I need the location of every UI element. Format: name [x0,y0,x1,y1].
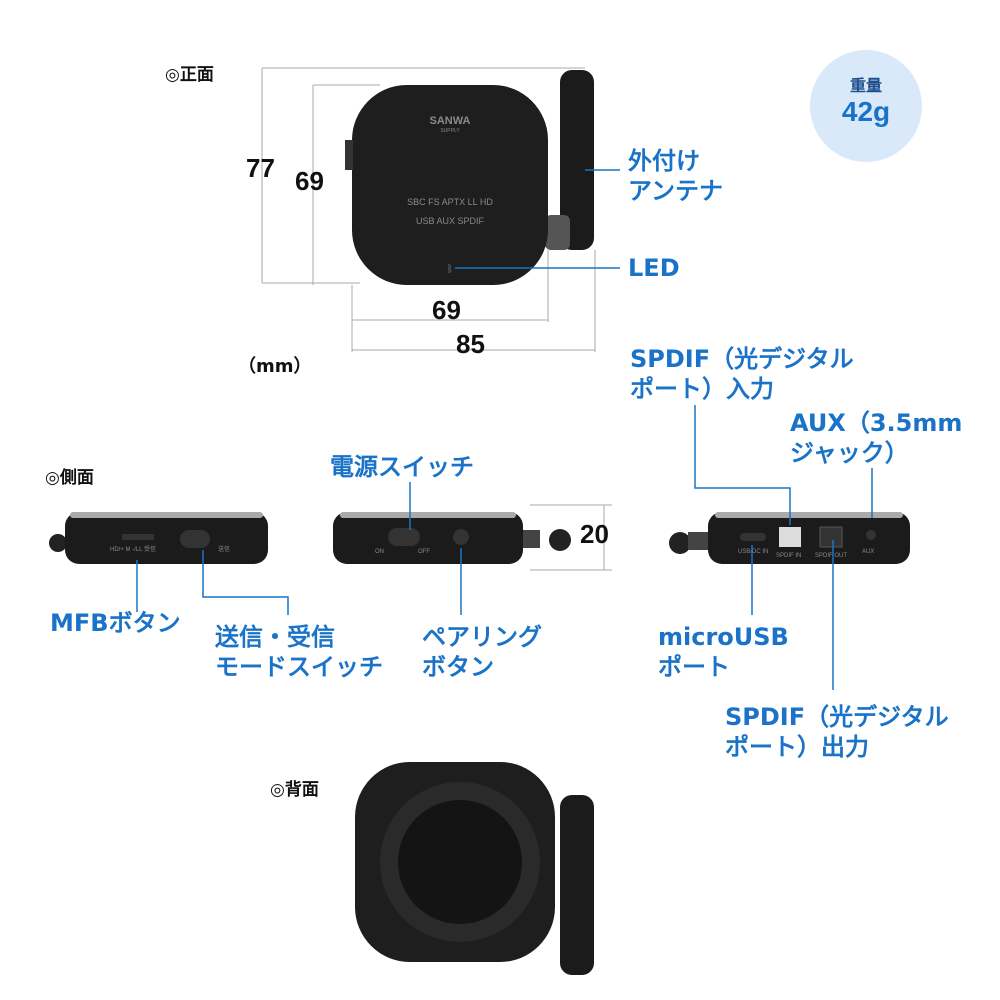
section-back: ◎背面 [270,780,319,800]
weight-value: 42g [841,96,891,127]
bluetooth-led-icon: ᛒ [447,264,453,275]
label-spdif-out: SPDIF（光デジタル ポート）出力 [725,703,949,761]
label-mfb: MFBボタン [50,609,181,637]
label-spdif-in: SPDIF（光デジタル ポート）入力 [630,345,854,403]
front-device: SANWA SUPPLY SBC FS APTX LL HD USB AUX S… [345,70,594,285]
weight-label: 重量 [849,76,882,95]
weight-badge: 重量 42g [810,50,922,162]
brand-sub: SUPPLY [440,128,460,134]
spdif-in-label: SPDIF IN [776,553,801,559]
on-label: ON [375,549,384,555]
section-side: ◎側面 [45,468,94,488]
back-device [355,762,594,975]
aux-label: AUX [862,549,874,555]
dim-width-outer: 85 [456,329,485,359]
side-button-labels: HD/+ M -/LL 受信 [110,545,156,553]
brand-logo: SANWA [430,115,471,127]
off-label: OFF [418,549,430,555]
label-antenna: 外付け アンテナ [628,147,724,205]
dim-depth: 20 [580,519,609,549]
dim-height-body: 69 [295,166,324,196]
usb-in-label: USB/DC IN [738,549,768,555]
input-indicators: USB AUX SPDIF [416,216,485,226]
label-mode-switch: 送信・受信 モードスイッチ [215,623,383,681]
side-device-left: HD/+ M -/LL 受信 送信 [49,512,268,564]
codec-indicators: SBC FS APTX LL HD [407,197,493,207]
section-front: ◎正面 [165,65,214,85]
dim-width-body: 69 [432,295,461,325]
dimension-lines [261,67,612,571]
unit-label: （mm） [238,356,312,377]
label-microusb: microUSB ポート [658,623,789,681]
callout-lines [136,169,873,690]
label-led: LED [628,254,680,282]
dim-height-outer: 77 [246,153,275,183]
side-device-middle: ON OFF [333,512,571,564]
label-power-switch: 電源スイッチ [330,453,474,481]
label-pairing: ペアリング ボタン [422,623,542,681]
side-device-right: USB/DC IN SPDIF IN SPDIF OUT AUX [669,512,910,564]
label-aux: AUX（3.5mm ジャック） [790,409,963,467]
send-label: 送信 [218,545,230,553]
spdif-out-label: SPDIF OUT [815,553,847,559]
